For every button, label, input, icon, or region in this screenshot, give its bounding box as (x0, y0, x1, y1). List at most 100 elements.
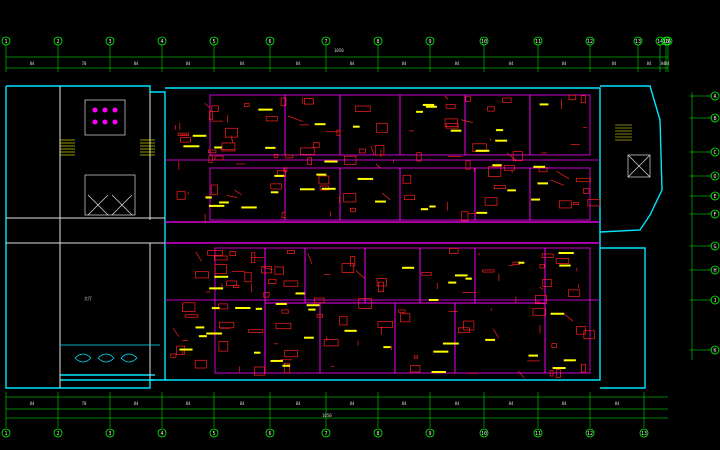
equipment-item (218, 321, 235, 329)
equipment-item (350, 207, 356, 213)
axis-bubble (710, 209, 720, 219)
equipment-item (177, 132, 189, 136)
room-tag (254, 351, 261, 354)
room-tag (476, 211, 488, 214)
axis-bubble (209, 36, 219, 46)
room-tag (375, 200, 386, 203)
equipment-item (304, 98, 314, 105)
room-tag (304, 336, 314, 339)
equipment-item (555, 369, 561, 378)
axis-bubble-label: 10 (481, 431, 487, 437)
equipment-item (274, 266, 284, 275)
segment-dimension: 84 (240, 401, 245, 406)
east-stair (615, 124, 632, 141)
equipment-item (465, 96, 471, 102)
axis-bubble (157, 36, 167, 46)
equipment-item (218, 341, 229, 352)
segment-dimension: 84 (455, 61, 460, 66)
axis-bubble (265, 428, 275, 438)
equipment-item (370, 145, 375, 155)
equipment-item (283, 167, 288, 172)
equipment-item (204, 103, 211, 109)
building-outline (5, 85, 663, 389)
equipment-item (287, 115, 303, 122)
equipment-item (336, 129, 341, 136)
axis-bubble (53, 36, 63, 46)
segment-dimension: 84 (615, 401, 620, 406)
top-total-dimension: 1050 (334, 48, 344, 53)
axis-bubble (425, 428, 435, 438)
equipment-item (354, 105, 371, 112)
axis-bubble-label: 7 (324, 39, 327, 45)
axis-bubble-label: 5 (212, 431, 215, 437)
equipment-item (214, 155, 224, 161)
equipment-item (376, 278, 387, 287)
equipment-item (281, 309, 289, 314)
room-tag (314, 123, 326, 126)
room-tag (282, 364, 291, 367)
equipment-item (270, 183, 282, 190)
axis-bubble (1, 36, 11, 46)
room-tag (324, 160, 338, 163)
equipment-item (376, 122, 388, 133)
equipment-item (568, 94, 577, 101)
room-tag (241, 206, 257, 209)
equipment-item (493, 328, 499, 339)
room-tag (402, 266, 415, 269)
equipment-item (575, 177, 591, 183)
axis-bubble-label: F (713, 212, 716, 218)
segment-dimension: 84 (350, 401, 355, 406)
room-tag (321, 187, 336, 190)
equipment-item (248, 329, 264, 333)
equipment-item (567, 289, 581, 297)
axis-bubble (1, 428, 11, 438)
room-tag (559, 264, 571, 267)
equipment-item (549, 370, 554, 377)
equipment-item (587, 198, 601, 207)
room-tag (308, 308, 316, 311)
equipment-item (218, 303, 229, 310)
equipment-item (234, 189, 242, 196)
room-tag (209, 287, 224, 290)
equipment-item (341, 262, 355, 273)
equipment-item (176, 191, 186, 200)
room-tag (211, 307, 220, 310)
axis-bubble-label: 15 (663, 39, 669, 45)
axis-bubble-label: 5 (212, 39, 215, 45)
equipment-item (416, 152, 422, 162)
equipment-item (226, 195, 238, 198)
room-tag (195, 326, 205, 329)
equipment-item (413, 355, 418, 359)
axis-bubble (710, 147, 720, 157)
equipment-item (444, 95, 449, 100)
equipment-item (263, 267, 273, 270)
equipment-item (211, 105, 219, 112)
equipment-item (208, 149, 217, 154)
hall-label: 大厅 (84, 295, 92, 301)
axis-bubble-label: 4 (160, 39, 163, 45)
room-tag (274, 174, 285, 177)
wing-walls (6, 86, 165, 388)
equipment-item (583, 188, 590, 194)
equipment-item (421, 272, 432, 276)
entrance-doors (60, 344, 160, 363)
equipment-item (243, 103, 250, 107)
segment-dimension: 84 (562, 401, 567, 406)
equipment-item (404, 194, 415, 200)
axis-bubble (710, 91, 720, 101)
room-tag (420, 208, 429, 211)
west-stair (60, 139, 155, 156)
equipment-item (551, 343, 557, 348)
axis-bubble-label: 12 (587, 431, 593, 437)
room-tag (433, 350, 449, 353)
equipment-item (358, 298, 372, 309)
room-tag (205, 196, 212, 199)
room-tag (492, 164, 502, 167)
equipment-item (445, 104, 456, 109)
equipment-item (573, 202, 579, 205)
equipment-item (275, 322, 292, 330)
room-tag (531, 198, 541, 201)
equipment-item (284, 362, 291, 374)
equipment-item (444, 118, 458, 127)
